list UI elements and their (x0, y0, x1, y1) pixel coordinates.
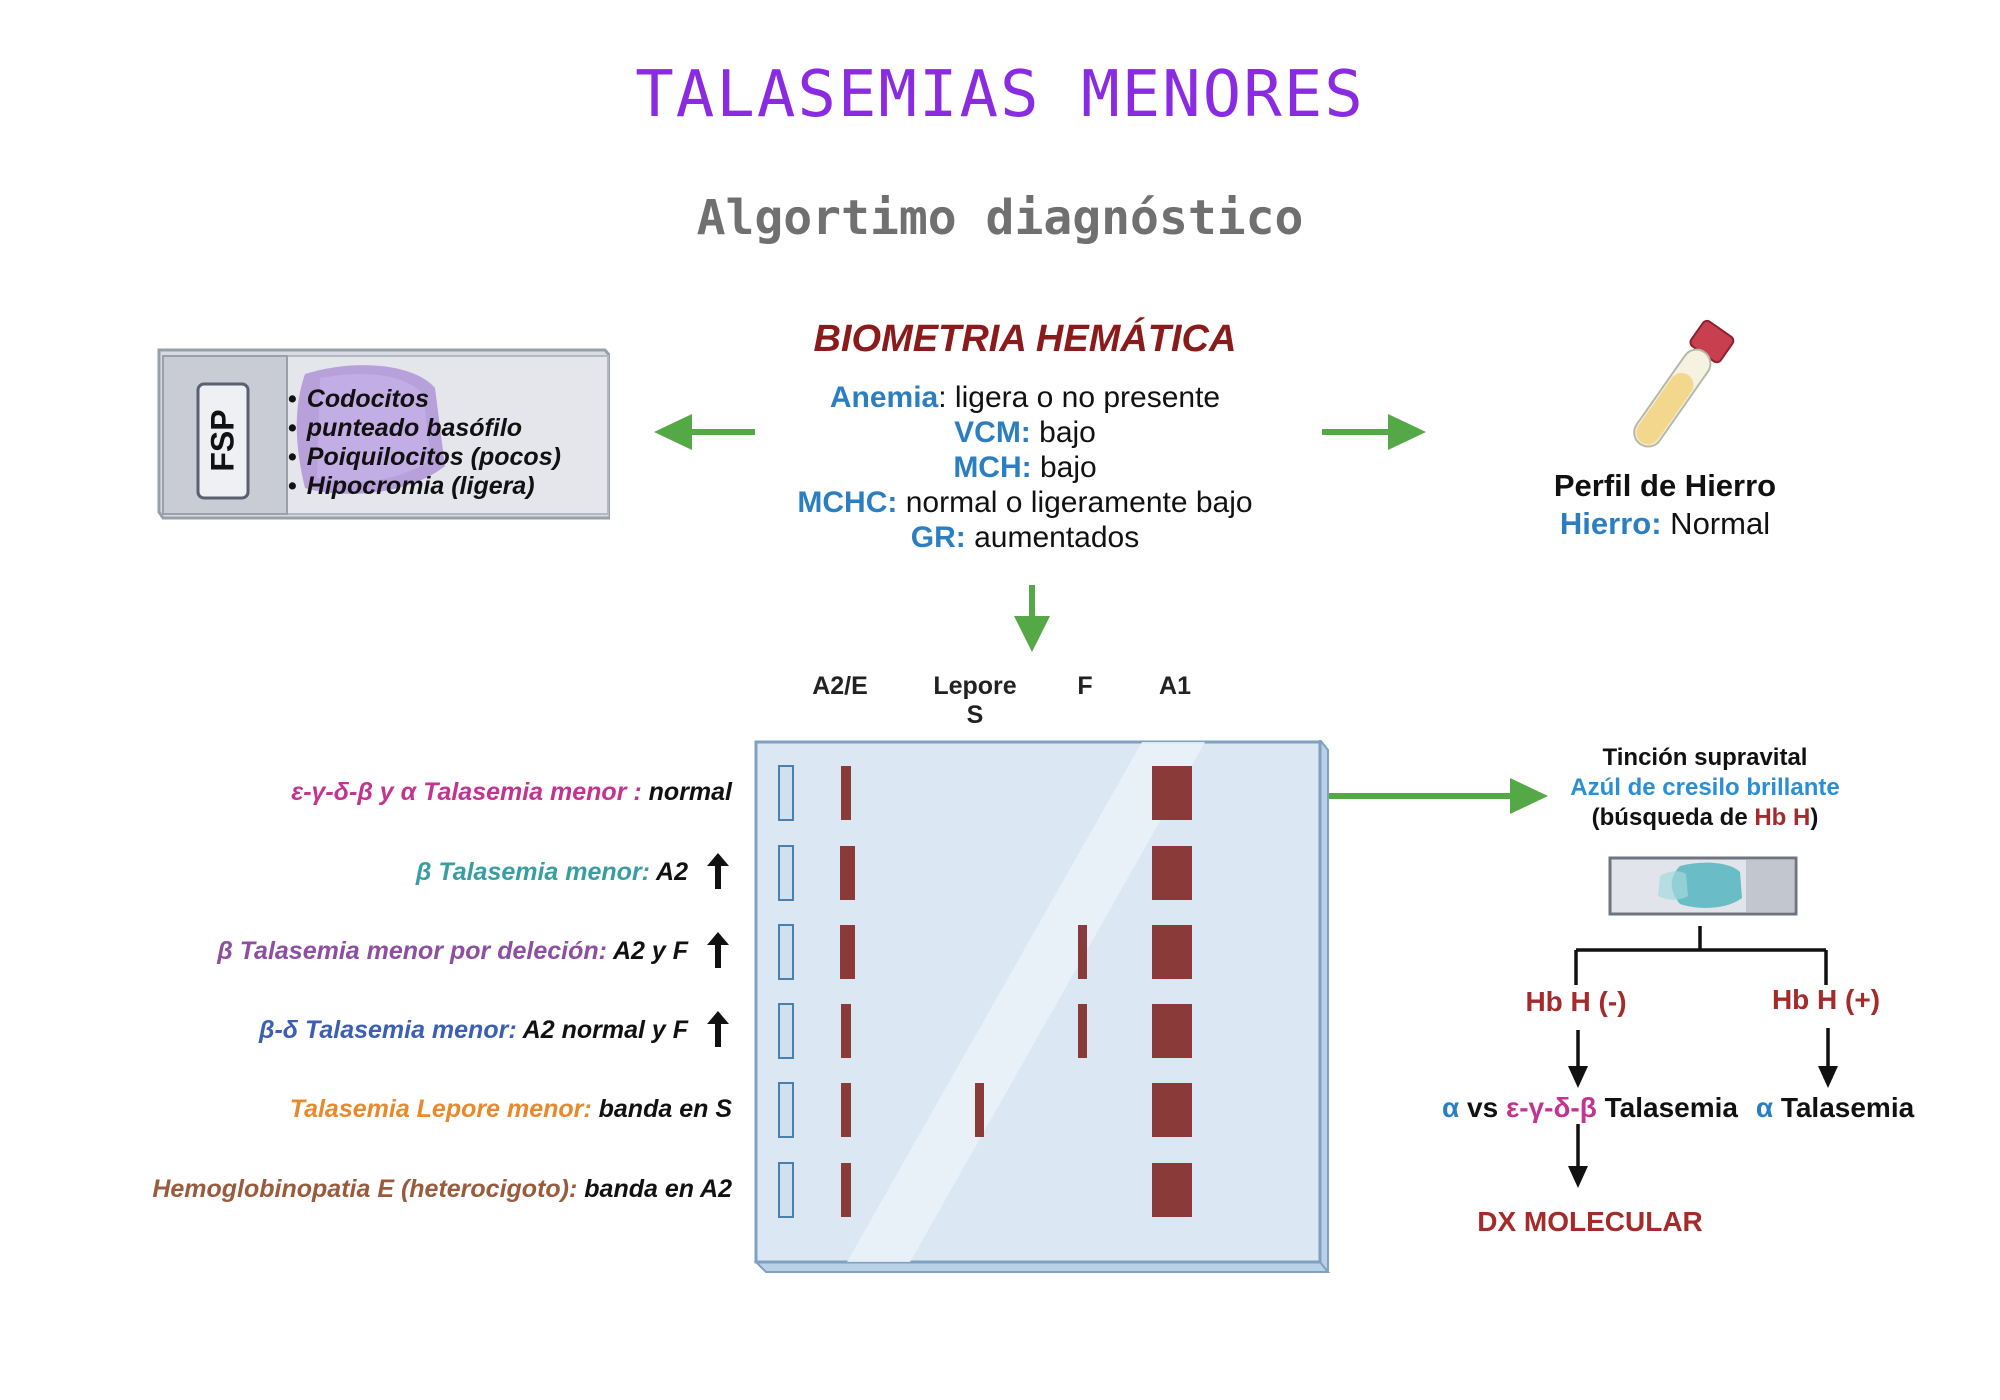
lane-label-f: F (1077, 672, 1093, 700)
band-a2 (841, 766, 851, 820)
dx-molecular-label: DX MOLECULAR (1477, 1206, 1703, 1237)
gel-well (778, 1082, 794, 1138)
band-a2 (841, 1083, 851, 1137)
biometria-list: Anemia: ligera o no presente VCM: bajo M… (700, 380, 1350, 555)
tincion-stain-name: Azúl de cresilo brillante (1570, 774, 1840, 801)
biometria-item-mch: MCH: bajo (953, 451, 1097, 484)
list-item: •Codocitos (288, 385, 429, 413)
gel-row-label: Talasemia Lepore menor: banda en S (289, 1095, 732, 1123)
page-title: TALASEMIAS MENORES (635, 58, 1365, 132)
hbh-positive-label: Hb H (+) (1771, 984, 1881, 1015)
lane-label-a1: A1 (1159, 672, 1191, 700)
fsp-label-frame (196, 382, 250, 500)
hbh-positive-result: α Talasemia (1755, 1092, 1915, 1123)
list-item: •Hipocromia (ligera) (288, 472, 535, 500)
gel-well (778, 924, 794, 980)
page-subtitle: Algortimo diagnóstico (696, 190, 1304, 246)
band-a1 (1152, 925, 1192, 979)
tincion-title: Tinción supravital (1602, 744, 1808, 771)
gel-well (778, 1162, 794, 1218)
biometria-item-gr: GR: aumentados (910, 521, 1140, 554)
hbh-negative-result: α vs ε-γ-δ-β Talasemia (1442, 1092, 1738, 1123)
gel-row-label: β Talasemia menor: A2 (415, 858, 688, 886)
gel-row-label: β-δ Talasemia menor: A2 normal y F (258, 1016, 688, 1044)
gel-row-label: β Talasemia menor por deleción: A2 y F (217, 937, 688, 965)
microscope-slide-icon (157, 348, 610, 520)
lane-label-lepore-s: Lepore S (933, 672, 1017, 729)
band-a2 (840, 846, 855, 900)
band-a2 (840, 925, 855, 979)
band-a1 (1152, 1004, 1192, 1058)
electrophoresis-gel (753, 740, 1330, 1273)
gel-well (778, 845, 794, 901)
band-f (1078, 1004, 1087, 1058)
gel-well (778, 765, 794, 821)
band-f (1078, 925, 1087, 979)
lane-label-a2e: A2/E (812, 672, 868, 700)
band-a2 (841, 1004, 851, 1058)
biometria-title: BIOMETRIA HEMÁTICA (813, 318, 1237, 360)
band-a1 (1152, 1083, 1192, 1137)
test-tube-icon (1633, 319, 1735, 448)
list-item: •Poiquilocitos (pocos) (288, 443, 561, 471)
band-s (975, 1083, 984, 1137)
increase-arrow-icon (707, 853, 729, 889)
gel-row-label: Hemoglobinopatia E (heterocigoto): banda… (152, 1175, 732, 1203)
biometria-item-vcm: VCM: bajo (954, 416, 1096, 449)
tincion-purpose: (búsqueda de Hb H) (1591, 804, 1819, 831)
increase-arrow-icon (707, 932, 729, 968)
fsp-label-box: FSP (196, 382, 250, 500)
list-item: •punteado basófilo (288, 414, 523, 442)
iron-profile-title: Perfil de Hierro (1553, 468, 1777, 503)
biometria-item-anemia: Anemia: ligera o no presente (829, 381, 1221, 414)
band-a1 (1152, 766, 1192, 820)
band-a2 (841, 1163, 851, 1217)
stained-slide-icon (1608, 856, 1798, 916)
iron-profile-value: Hierro: Normal (1559, 506, 1771, 541)
hbh-negative-label: Hb H (-) (1525, 986, 1627, 1017)
gel-row-label: ε-γ-δ-β y α Talasemia menor : normal (291, 778, 732, 806)
fsp-findings-list: •Codocitos •punteado basófilo •Poiquiloc… (288, 385, 561, 501)
increase-arrow-icon (707, 1011, 729, 1047)
band-a1 (1152, 1163, 1192, 1217)
band-a1 (1152, 846, 1192, 900)
biometria-item-mchc: MCHC: normal o ligeramente bajo (797, 486, 1253, 519)
gel-well (778, 1003, 794, 1059)
